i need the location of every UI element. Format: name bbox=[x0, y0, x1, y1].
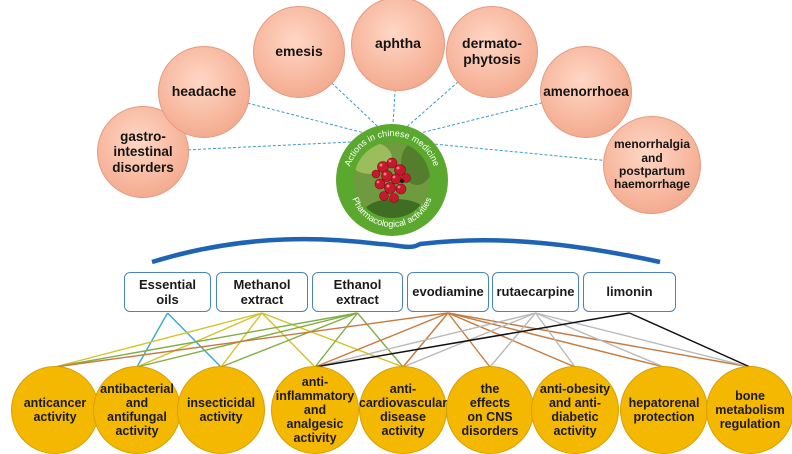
symptom-label: emesis bbox=[275, 43, 323, 60]
activity-connectors bbox=[54, 312, 751, 368]
activity-connector bbox=[54, 312, 449, 368]
extract-box: limonin bbox=[583, 272, 676, 312]
symptom-connector bbox=[391, 139, 653, 166]
symptom-bubble: aphtha bbox=[351, 0, 445, 91]
symptom-label: dermato-phytosis bbox=[462, 35, 522, 67]
symptom-bubble: amenorrhoea bbox=[540, 46, 632, 138]
activity-connector bbox=[534, 312, 576, 368]
grouping-brace bbox=[151, 236, 661, 265]
symptom-connector bbox=[391, 91, 587, 141]
extract-box: rutaecarpine bbox=[492, 272, 579, 312]
activity-connector bbox=[220, 312, 358, 368]
activity-connector bbox=[167, 312, 222, 368]
evodia-fruit-photo: Actions in chinese medicine Pharmacologi… bbox=[335, 123, 449, 237]
activity-connector bbox=[136, 312, 263, 368]
symptom-bubble: headache bbox=[158, 46, 250, 138]
activity-connector bbox=[314, 312, 359, 368]
symptom-label: aphtha bbox=[375, 35, 421, 52]
symptom-bubble: dermato-phytosis bbox=[446, 6, 538, 98]
symptom-label: headache bbox=[171, 83, 237, 100]
activity-connector bbox=[54, 312, 358, 368]
activity-connector bbox=[489, 312, 537, 368]
symptom-bubble: emesis bbox=[253, 6, 345, 98]
activity-connector bbox=[535, 312, 751, 368]
activity-connector bbox=[535, 312, 665, 368]
activity-connector bbox=[261, 312, 404, 368]
activity-connector bbox=[54, 312, 263, 368]
extract-box: evodiamine bbox=[407, 272, 489, 312]
activity-connector bbox=[314, 312, 536, 368]
symptom-label: amenorrhoea bbox=[543, 84, 629, 100]
activity-connector bbox=[220, 312, 263, 368]
activity-connector bbox=[447, 312, 576, 368]
extract-label: evodiamine bbox=[412, 284, 484, 300]
activity-connector bbox=[314, 312, 630, 368]
extract-label: rutaecarpine bbox=[496, 284, 575, 300]
activity-connector bbox=[629, 312, 751, 368]
activity-connector bbox=[314, 312, 449, 368]
activity-connector bbox=[136, 312, 169, 368]
extract-label: limonin bbox=[606, 284, 653, 300]
